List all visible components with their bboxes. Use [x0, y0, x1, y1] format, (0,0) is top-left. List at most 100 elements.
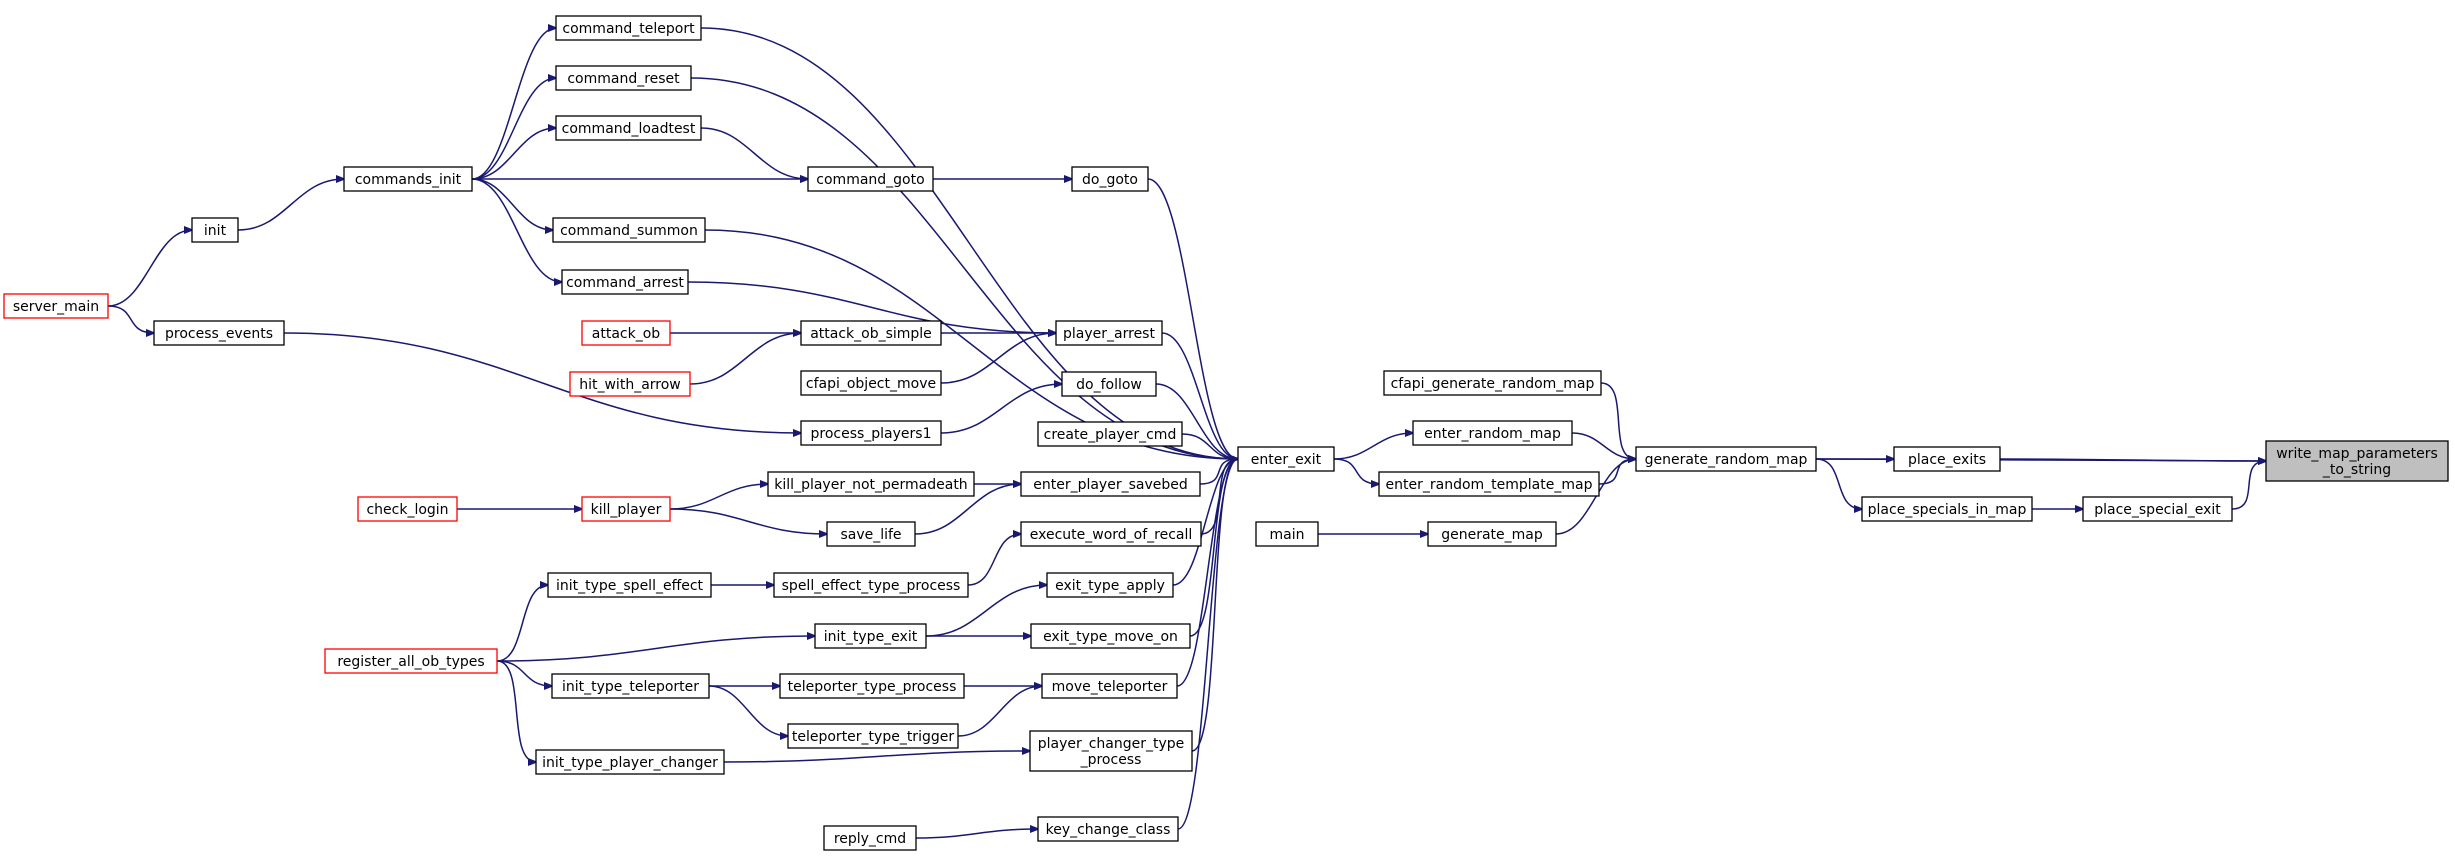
- node-place-exits[interactable]: place_exits: [1893, 446, 2001, 472]
- edge-commands-init-to-command-reset: [471, 78, 556, 180]
- node-exit-type-apply[interactable]: exit_type_apply: [1046, 572, 1174, 598]
- node-label: do_follow: [1076, 377, 1142, 393]
- node-enter-exit[interactable]: enter_exit: [1237, 446, 1335, 472]
- nodes-layer: command_teleport command_reset command_loa…: [3, 15, 2449, 851]
- node-label: execute_word_of_recall: [1030, 527, 1193, 543]
- node-command-goto[interactable]: command_goto: [807, 166, 934, 192]
- node-reply-cmd[interactable]: reply_cmd: [823, 825, 917, 851]
- node-command-reset[interactable]: command_reset: [555, 65, 692, 91]
- node-label: check_login: [366, 502, 448, 518]
- node-enter-player-savebed[interactable]: enter_player_savebed: [1020, 471, 1201, 497]
- node-cfapi-object-move[interactable]: cfapi_object_move: [800, 370, 942, 396]
- node-command-arrest[interactable]: command_arrest: [561, 269, 689, 295]
- node-register-all-ob-types[interactable]: register_all_ob_types: [324, 648, 498, 674]
- node-command-summon[interactable]: command_summon: [552, 217, 706, 243]
- node-box: [1412, 420, 1573, 446]
- node-box: [1020, 471, 1201, 497]
- node-label: cfapi_generate_random_map: [1391, 376, 1595, 392]
- edge-register-all-ob-types-to-init-type-player-changer: [496, 660, 536, 762]
- node-command-teleport[interactable]: command_teleport: [555, 15, 702, 41]
- node-init[interactable]: init: [191, 217, 239, 243]
- node-init-type-teleporter[interactable]: init_type_teleporter: [551, 673, 710, 699]
- node-check-login[interactable]: check_login: [357, 496, 458, 522]
- node-label: kill_player_not_permadeath: [774, 477, 967, 493]
- node-box: [2265, 440, 2449, 482]
- node-label: exit_type_move_on: [1043, 629, 1178, 645]
- edge-reply-cmd-to-key-change-class: [915, 829, 1038, 839]
- edge-command-loadtest-to-command-goto: [700, 127, 808, 179]
- node-save-life[interactable]: save_life: [826, 521, 916, 547]
- node-attack-ob[interactable]: attack_ob: [581, 320, 671, 346]
- node-box: [1037, 421, 1183, 447]
- node-player-changer-type-process[interactable]: player_changer_type_process: [1029, 730, 1193, 772]
- node-label: save_life: [840, 527, 901, 543]
- node-label: process_players1: [810, 426, 931, 442]
- node-hit-with-arrow[interactable]: hit_with_arrow: [569, 371, 691, 397]
- node-init-type-spell-effect[interactable]: init_type_spell_effect: [547, 572, 712, 598]
- node-box: [555, 15, 702, 41]
- node-box: [191, 217, 239, 243]
- node-label: create_player_cmd: [1044, 427, 1177, 443]
- node-move-teleporter[interactable]: move_teleporter: [1041, 673, 1178, 699]
- node-teleporter-type-trigger[interactable]: teleporter_type_trigger: [787, 723, 959, 749]
- edge-kill-player-to-save-life: [669, 508, 827, 534]
- node-init-type-player-changer[interactable]: init_type_player_changer: [535, 749, 725, 775]
- node-label: place_special_exit: [2094, 502, 2221, 518]
- node-do-follow[interactable]: do_follow: [1061, 371, 1157, 397]
- node-label: init_type_spell_effect: [556, 578, 704, 594]
- node-label: command_reset: [567, 71, 680, 87]
- node-do-goto[interactable]: do_goto: [1071, 166, 1149, 192]
- edge-do-follow-to-enter-exit: [1155, 383, 1238, 459]
- node-label: teleporter_type_process: [788, 679, 957, 695]
- node-place-specials-in-map[interactable]: place_specials_in_map: [1861, 496, 2033, 522]
- node-attack-ob-simple[interactable]: attack_ob_simple: [800, 320, 942, 346]
- node-enter-random-map[interactable]: enter_random_map: [1412, 420, 1573, 446]
- node-generate-random-map[interactable]: generate_random_map: [1635, 446, 1817, 472]
- node-label: init_type_teleporter: [562, 679, 699, 695]
- node-label: do_goto: [1082, 172, 1138, 188]
- node-player-arrest[interactable]: player_arrest: [1055, 320, 1163, 346]
- node-process-events[interactable]: process_events: [153, 320, 285, 346]
- node-box: [1030, 623, 1191, 649]
- node-generate-map[interactable]: generate_map: [1427, 521, 1557, 547]
- node-spell-effect-type-process[interactable]: spell_effect_type_process: [773, 572, 969, 598]
- node-place-special-exit[interactable]: place_special_exit: [2082, 496, 2233, 522]
- node-cfapi-generate-random-map[interactable]: cfapi_generate_random_map: [1383, 370, 1602, 396]
- node-box: [2082, 496, 2233, 522]
- edge-exit-type-apply-to-enter-exit: [1172, 459, 1238, 586]
- node-label: attack_ob_simple: [810, 326, 932, 342]
- node-commands-init[interactable]: commands_init: [343, 166, 473, 192]
- node-box: [1635, 446, 1817, 472]
- edge-register-all-ob-types-to-init-type-teleporter: [496, 660, 552, 686]
- node-box: [779, 673, 965, 699]
- node-kill-player-not-permadeath[interactable]: kill_player_not_permadeath: [767, 471, 975, 497]
- edge-command-arrest-to-player-arrest: [687, 281, 1056, 333]
- edge-player-arrest-to-enter-exit: [1161, 332, 1238, 459]
- node-process-players1[interactable]: process_players1: [800, 420, 942, 446]
- node-enter-random-template-map[interactable]: enter_random_template_map: [1378, 471, 1600, 497]
- node-write-map-parameters-to-string[interactable]: write_map_parameters_to_string: [2265, 440, 2449, 482]
- edge-commands-init-to-command-arrest: [471, 178, 562, 282]
- node-command-loadtest[interactable]: command_loadtest: [555, 115, 702, 141]
- node-main[interactable]: main: [1255, 521, 1319, 547]
- node-box: [807, 166, 934, 192]
- node-label: register_all_ob_types: [337, 654, 484, 670]
- node-label: reply_cmd: [834, 831, 906, 847]
- edge-cfapi-object-move-to-player-arrest: [940, 333, 1056, 384]
- node-kill-player[interactable]: kill_player: [581, 496, 671, 522]
- node-teleporter-type-process[interactable]: teleporter_type_process: [779, 673, 965, 699]
- node-server-main[interactable]: server_main: [3, 293, 109, 319]
- node-exit-type-move-on[interactable]: exit_type_move_on: [1030, 623, 1191, 649]
- node-box: [357, 496, 458, 522]
- node-label: command_goto: [816, 172, 924, 188]
- edge-move-teleporter-to-enter-exit: [1176, 459, 1238, 687]
- edge-commands-init-to-command-summon: [471, 178, 553, 230]
- edge-save-life-to-enter-player-savebed: [914, 484, 1021, 535]
- node-box: [552, 217, 706, 243]
- node-label: init_type_exit: [824, 629, 918, 645]
- node-key-change-class[interactable]: key_change_class: [1037, 816, 1179, 842]
- node-create-player-cmd[interactable]: create_player_cmd: [1037, 421, 1183, 447]
- node-execute-word-of-recall[interactable]: execute_word_of_recall: [1020, 521, 1202, 547]
- node-init-type-exit[interactable]: init_type_exit: [814, 623, 927, 649]
